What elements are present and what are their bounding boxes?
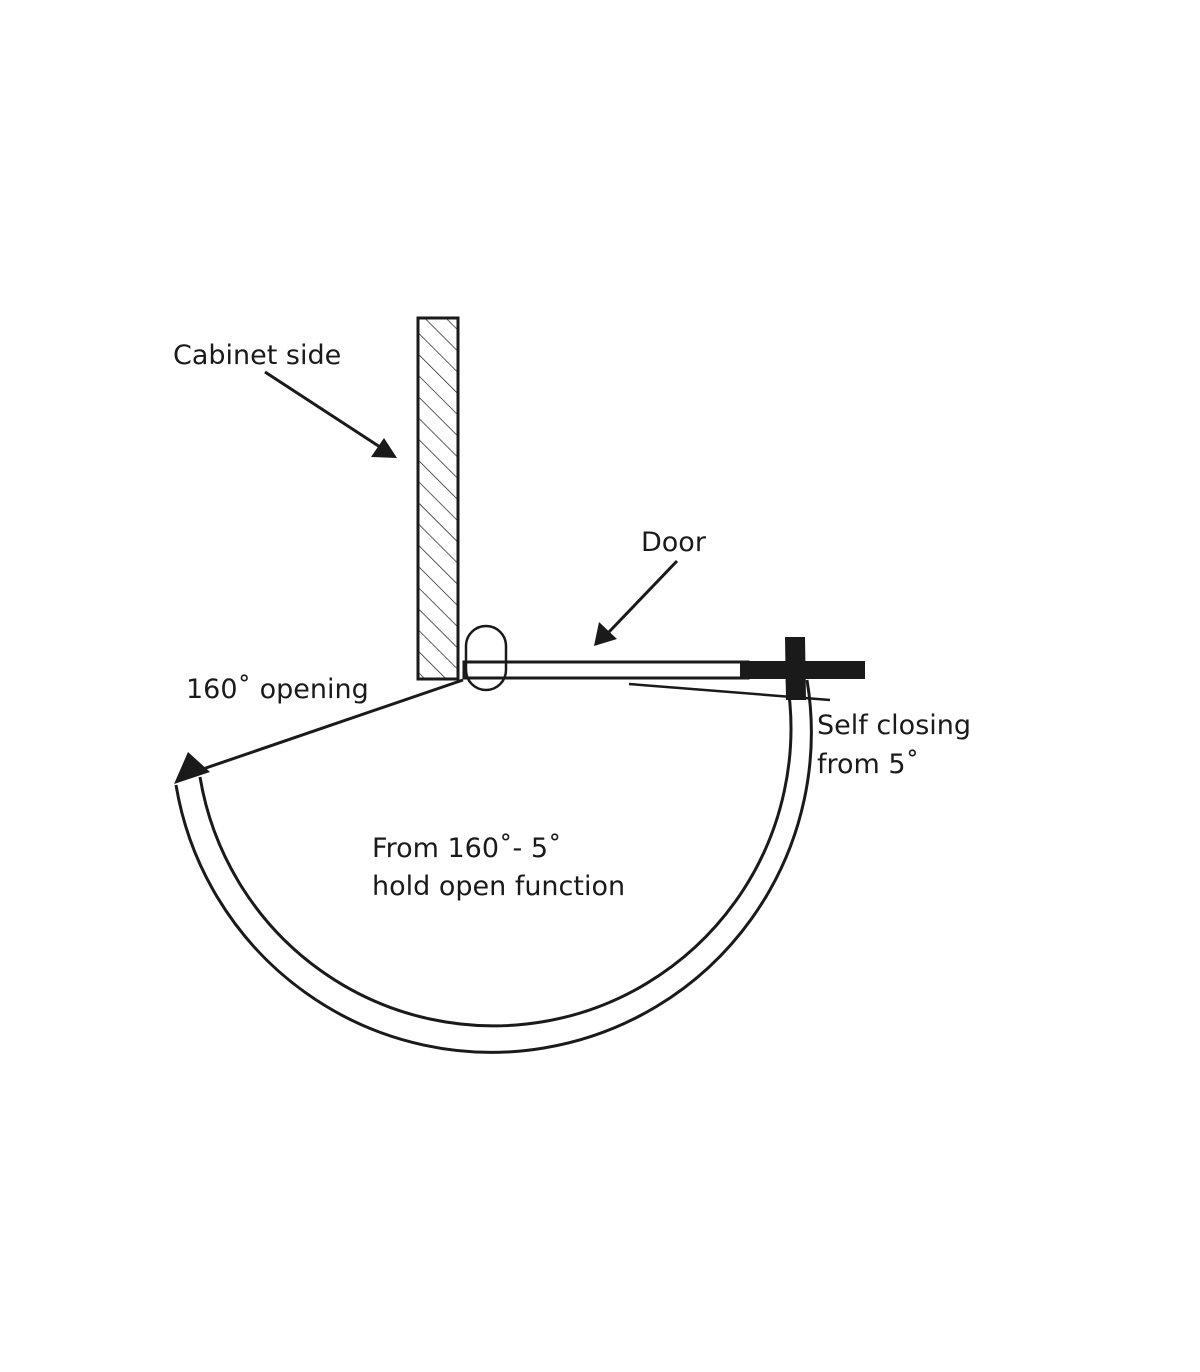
cabinet-side-arrowhead [371,438,397,458]
opening-line [199,678,464,772]
opening-arrowhead [174,752,210,784]
self-closing-label-line2: from 5˚ [817,749,919,780]
opening-label: 160˚ opening [186,674,369,705]
cabinet-side-panel [416,316,460,681]
self-closing-leader [628,682,831,702]
self-closing-label-line1: Self closing [817,710,971,741]
door-label: Door [641,527,707,558]
door-leader [606,559,679,635]
door-arrowhead [594,622,617,646]
opening-arc-outer [174,679,813,1054]
self-closing-stop-mark [785,637,806,700]
cabinet-side-label: Cabinet side [173,340,341,371]
hold-open-label-line1: From 160˚- 5˚ [372,833,562,864]
hinge-cup [464,624,508,692]
cabinet-side-leader [264,370,381,449]
hold-open-label-line2: hold open function [372,871,625,902]
opening-arc-inner [198,679,793,1028]
